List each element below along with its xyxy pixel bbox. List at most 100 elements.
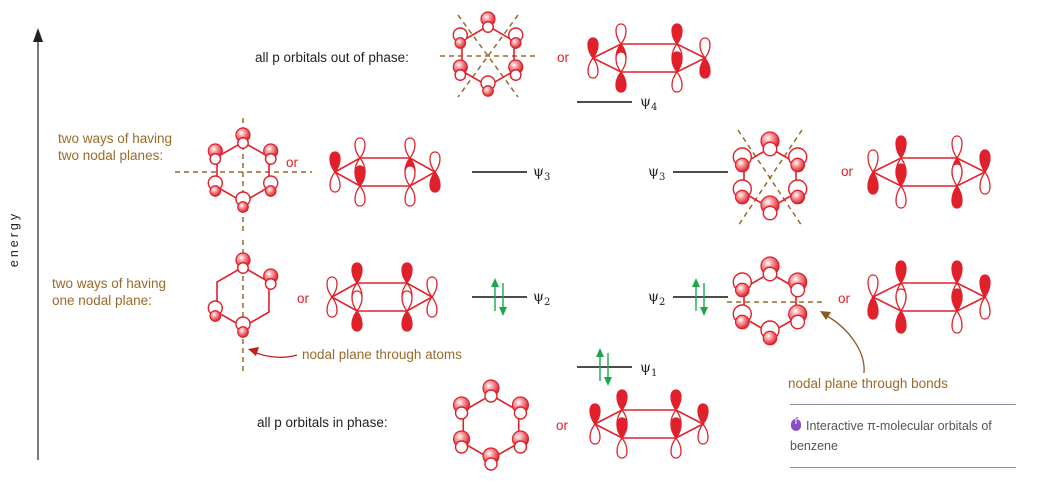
p-orbital-lobe xyxy=(979,274,991,299)
electron-spin-down-head xyxy=(700,307,708,316)
psi2-label-line1: two ways of having xyxy=(52,276,167,291)
p-orbital-lobe xyxy=(615,70,627,93)
orbital-open xyxy=(454,406,469,420)
orbital-open xyxy=(237,137,249,149)
p-orbital-lobe xyxy=(979,295,991,320)
p-orbital-lobe xyxy=(895,135,907,160)
p-orbital-lobe xyxy=(587,56,599,79)
p-orbital-lobe xyxy=(895,163,907,188)
divider xyxy=(790,467,1016,468)
p-orbital-lobe xyxy=(867,274,879,299)
orbital-ball xyxy=(237,326,249,338)
electron-spin-up-head xyxy=(491,278,499,287)
p-orbital-lobe xyxy=(867,149,879,174)
electron-spin-down-head xyxy=(499,307,507,316)
orbital-open xyxy=(513,440,528,454)
p-orbital-lobe xyxy=(671,70,683,93)
p-orbital-lobe xyxy=(429,151,441,174)
orbital-open xyxy=(790,314,806,330)
orbital-ball xyxy=(454,37,467,49)
psi3-or-left: or xyxy=(286,155,299,170)
p-orbital-lobe xyxy=(951,309,963,334)
psi2-or-left: or xyxy=(297,291,310,306)
annotation-arrow-bonds-head xyxy=(820,311,831,320)
p-orbital-lobe xyxy=(589,422,601,445)
p-orbital-lobe xyxy=(697,422,709,445)
p-orbital-lobe xyxy=(326,295,338,318)
energy-levels xyxy=(472,101,728,386)
psi2-level-label-left: ψ2 xyxy=(533,289,551,308)
nodal-plane xyxy=(737,129,803,227)
orbital-open xyxy=(484,457,498,471)
p-orbital-lobe xyxy=(401,309,413,332)
interactive-link-text[interactable]: Interactive π-molecular orbitals of benz… xyxy=(790,415,1016,456)
side-view-molecule xyxy=(329,137,441,207)
annotation-arrow-bonds xyxy=(824,314,865,374)
side-view-molecule xyxy=(867,135,991,209)
side-view-molecule xyxy=(589,389,709,459)
p-orbital-lobe xyxy=(329,170,341,193)
annotation-arrow-atoms xyxy=(251,350,298,358)
top-view-molecule xyxy=(452,379,530,471)
benzene-ring xyxy=(871,157,987,187)
mouse-icon xyxy=(791,415,801,431)
orbital-ball xyxy=(209,185,222,197)
benzene-ring xyxy=(871,282,987,312)
p-orbital-lobe xyxy=(671,51,683,74)
p-orbital-lobe xyxy=(867,295,879,320)
p-orbital-lobe xyxy=(326,276,338,299)
p-orbital-lobe xyxy=(951,135,963,160)
p-orbital-lobe xyxy=(895,309,907,334)
orbital-ball xyxy=(264,185,277,197)
orbital-ball xyxy=(209,310,222,322)
interactive-link[interactable]: Interactive π-molecular orbitals of benz… xyxy=(790,404,1016,468)
p-orbital-lobe xyxy=(404,165,416,188)
orbital-ball xyxy=(734,189,750,205)
p-orbital-lobe xyxy=(699,37,711,60)
orbital-open xyxy=(762,205,778,221)
orbital-open xyxy=(513,406,528,420)
p-orbital-lobe xyxy=(670,389,682,412)
orbital-ball xyxy=(734,157,750,173)
p-orbital-lobe xyxy=(979,170,991,195)
orbital-open xyxy=(790,282,806,298)
psi3-or-right: or xyxy=(841,164,854,179)
p-orbital-lobe xyxy=(697,403,709,426)
orbital-ball xyxy=(482,85,494,97)
psi3-level-label-left: ψ3 xyxy=(533,164,551,183)
p-orbital-lobe xyxy=(426,276,438,299)
orbital-open xyxy=(762,266,778,282)
orbital-drawings xyxy=(207,11,991,471)
top-view-molecule xyxy=(207,252,279,338)
psi3-label-line2: two nodal planes: xyxy=(58,148,164,163)
p-orbital-lobe xyxy=(670,417,682,440)
top-view-molecule xyxy=(732,131,808,221)
benzene-ring xyxy=(593,409,705,439)
benzene-ring xyxy=(330,282,434,312)
p-orbital-lobe xyxy=(429,170,441,193)
orbital-ball xyxy=(237,201,249,213)
p-orbital-lobe xyxy=(351,309,363,332)
p-orbital-lobe xyxy=(699,56,711,79)
orbital-open xyxy=(454,69,467,81)
top-view-molecule xyxy=(732,256,808,346)
energy-axis-arrowhead xyxy=(33,28,43,42)
psi2-level-label-right: ψ2 xyxy=(648,289,666,308)
benzene-ring xyxy=(333,157,437,187)
top-view-molecule xyxy=(207,127,279,213)
psi4-or: or xyxy=(557,50,570,65)
p-orbital-lobe xyxy=(404,184,416,207)
p-orbital-lobe xyxy=(670,436,682,459)
p-orbital-lobe xyxy=(951,288,963,313)
p-orbital-lobe xyxy=(616,389,628,412)
psi4-level-label: ψ4 xyxy=(640,94,658,113)
p-orbital-lobe xyxy=(401,290,413,313)
psi4-label: all p orbitals out of phase: xyxy=(255,50,409,65)
top-view-molecule xyxy=(452,11,524,97)
p-orbital-lobe xyxy=(351,262,363,285)
p-orbital-lobe xyxy=(895,288,907,313)
p-orbital-lobe xyxy=(895,260,907,285)
p-orbital-lobe xyxy=(351,290,363,313)
